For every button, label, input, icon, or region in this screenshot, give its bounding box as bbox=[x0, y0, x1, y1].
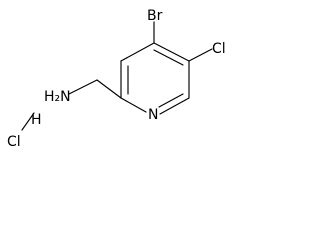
hcl-chlorine-label: Cl bbox=[7, 134, 21, 150]
ring-bond-c3-c4 bbox=[153, 42, 190, 62]
bond-ring-to-ch2 bbox=[96, 79, 122, 99]
double-bond-inner-top bbox=[153, 49, 184, 66]
hcl-hydrogen-label: H bbox=[31, 112, 42, 128]
hcl-bond bbox=[21, 112, 35, 131]
ring-bond-n-c2 bbox=[120, 97, 147, 113]
amine-label: H₂N bbox=[44, 89, 71, 105]
ring-nitrogen-label: N bbox=[148, 107, 158, 123]
ring-bond-c5-c6 bbox=[159, 97, 190, 115]
double-bond-inner-right bbox=[158, 93, 184, 108]
bond-to-chlorine bbox=[188, 48, 213, 62]
ring-bond-c3-c4-outer bbox=[120, 42, 155, 62]
chemical-structure-canvas: Br Cl N H₂N H Cl bbox=[7, 8, 226, 150]
molecule-structure: Br Cl N H₂N H Cl bbox=[7, 8, 226, 150]
bond-ch2-to-amine bbox=[68, 79, 98, 95]
ring-chlorine-label: Cl bbox=[212, 41, 226, 57]
bromine-label: Br bbox=[147, 8, 163, 24]
